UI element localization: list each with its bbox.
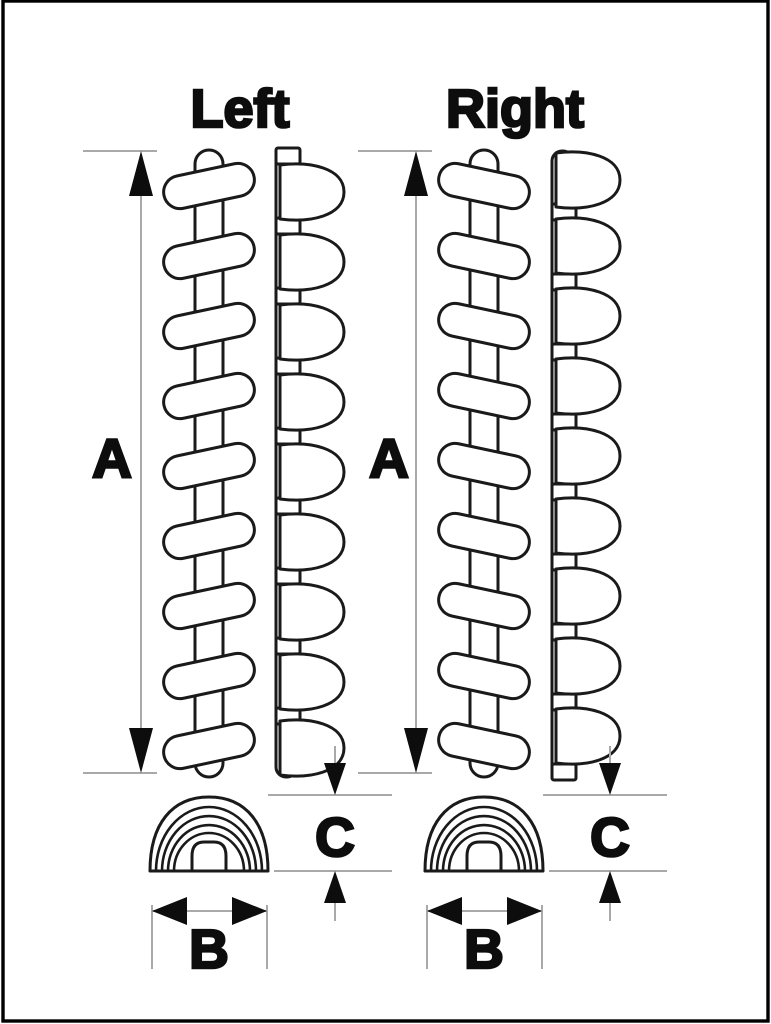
crossbar-capsule — [434, 368, 534, 424]
crossbar-capsule — [159, 228, 259, 284]
dim-b-right-label: B — [464, 918, 504, 980]
dim-b-left-label: B — [189, 918, 229, 980]
right-front-view — [434, 148, 534, 779]
crossbar-capsule — [159, 438, 259, 494]
left-side-view — [276, 148, 344, 777]
crossbar-capsule — [434, 578, 534, 634]
crossbar-capsule — [159, 578, 259, 634]
dim-c-right-label: C — [590, 806, 630, 868]
crossbar-capsule — [434, 298, 534, 354]
crossbar-capsule — [434, 158, 534, 214]
left-depth-dimension: C — [267, 745, 393, 922]
crossbar-capsule — [434, 438, 534, 494]
left-height-dimension: A — [82, 150, 158, 774]
crossbar-capsule — [159, 648, 259, 704]
crossbar-capsule — [434, 228, 534, 284]
left-title: Left — [191, 79, 290, 139]
right-height-dimension: A — [357, 150, 433, 774]
right-figure: A C B — [357, 148, 668, 981]
crossbar-capsule — [434, 508, 534, 564]
crossbar-capsule — [159, 158, 259, 214]
crossbar-capsule — [434, 648, 534, 704]
crossbar-capsule — [434, 718, 534, 774]
left-cross-section — [148, 795, 270, 873]
right-side-view — [552, 151, 620, 780]
right-width-dimension: B — [426, 896, 543, 981]
dim-c-left-label: C — [315, 806, 355, 868]
left-front-view — [159, 148, 259, 779]
left-figure: A C B — [82, 148, 393, 981]
right-cross-section — [423, 795, 545, 873]
crossbar-capsule — [159, 298, 259, 354]
dim-a-left-label: A — [92, 427, 132, 489]
right-depth-dimension: C — [542, 745, 668, 922]
crossbar-capsule — [159, 368, 259, 424]
right-title: Right — [446, 79, 584, 139]
crossbar-capsule — [159, 718, 259, 774]
dim-a-right-label: A — [369, 427, 409, 489]
crossbar-capsule — [159, 508, 259, 564]
left-width-dimension: B — [151, 896, 268, 981]
